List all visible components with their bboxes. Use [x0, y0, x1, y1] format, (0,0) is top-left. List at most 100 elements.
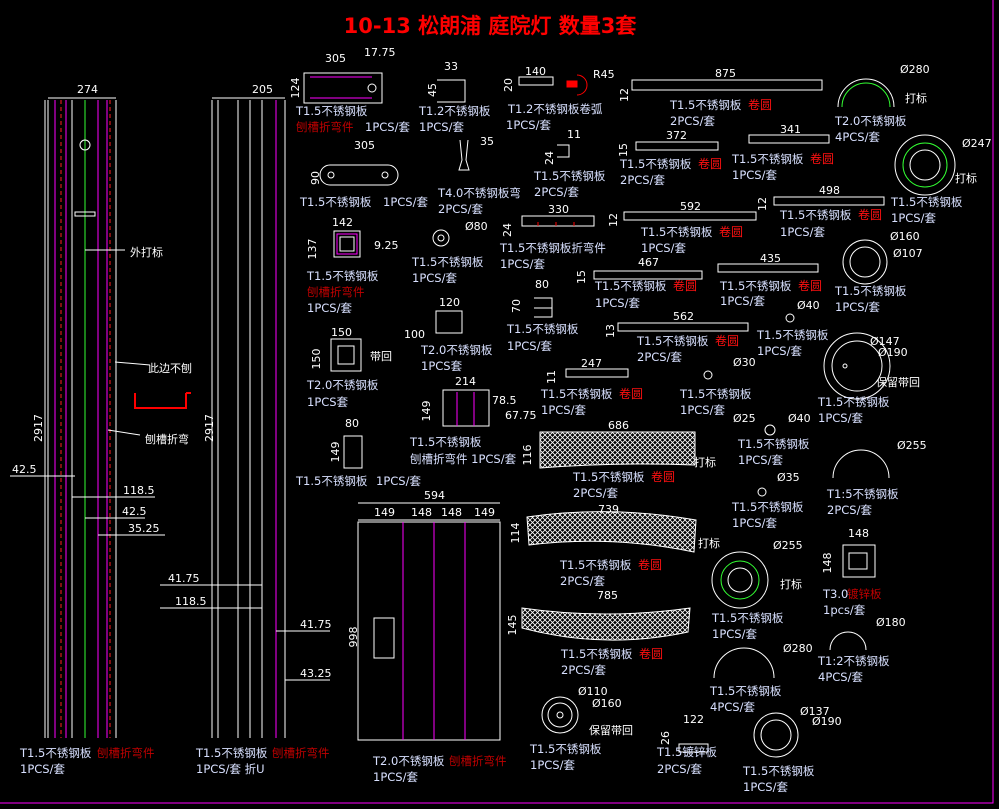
part-quantity-label: 2PCS/套: [438, 202, 483, 216]
part-spec-label: T1.5不锈钢板: [306, 269, 379, 283]
dimension-label: 45: [426, 83, 439, 97]
part-spec-label: T1:2不锈钢板: [817, 654, 890, 668]
dimension-label: 594: [424, 489, 445, 502]
dimension-label: 78.5: [492, 394, 517, 407]
part-quantity-label: 1PCS/套: [780, 225, 825, 239]
part-quantity-label: 2PCS/套: [670, 114, 715, 128]
dimension-label: 70: [510, 299, 523, 313]
part-quantity-label: 1PCS/套: [383, 195, 428, 209]
dimension-label: 467: [638, 256, 659, 269]
dimension-label: 305: [325, 52, 346, 65]
part-process-label: 卷圆: [798, 278, 822, 293]
dimension-label: 120: [439, 296, 460, 309]
dimension-label: Ø30: [733, 356, 756, 369]
part-spec-label: T1.5不锈钢板: [742, 764, 815, 778]
part-spec-label: T1.5不锈钢板: [731, 500, 804, 514]
dimension-label: 785: [597, 589, 618, 602]
dimension-label: Ø255: [773, 539, 803, 552]
dimension-label: 998: [347, 627, 360, 648]
dimension-label: 116: [521, 445, 534, 466]
dimension-label: 148: [411, 506, 432, 519]
dimension-label: 15: [575, 270, 588, 284]
part-spec-label: T1.2不锈钢板卷弧: [507, 102, 603, 116]
part-spec-label: T1.5不锈钢板: [756, 328, 829, 342]
dimension-label: 43.25: [300, 667, 332, 680]
column-spec-label: T1.5不锈钢板: [19, 746, 92, 760]
dimension-label: 150: [331, 326, 352, 339]
part-quantity-label: 1PCS/套: [307, 301, 352, 315]
dimension-label: Ø280: [900, 63, 930, 76]
dimension-label: 33: [444, 60, 458, 73]
dimension-label: 592: [680, 200, 701, 213]
part-process-label: 卷圆: [651, 469, 675, 484]
part-quantity-label: 1PCS套: [421, 359, 463, 373]
part-spec-label: T2.0不锈钢板: [306, 378, 379, 392]
part-process-label: 刨槽折弯件: [296, 120, 354, 134]
dimension-label: Ø180: [876, 616, 906, 629]
part-quantity-label: 2PCS/套: [573, 486, 618, 500]
part-spec-label: T1.5不锈钢板折弯件: [499, 241, 606, 255]
part-spec-label: T1.5不锈钢板: [540, 387, 613, 401]
part-quantity-label: 刨槽折弯件 1PCS/套: [410, 452, 517, 466]
part-quantity-label: 4PCS/套: [818, 670, 863, 684]
part-spec-label: T1.5不锈钢板: [409, 435, 482, 449]
dimension-label: 149: [374, 506, 395, 519]
dimension-label: 140: [525, 65, 546, 78]
dimension-label: 41.75: [300, 618, 332, 631]
part-spec-label: T1.5不锈钢板: [709, 684, 782, 698]
part-quantity-label: 1PCS/套: [757, 344, 802, 358]
part-quantity-label: 1PCS/套: [412, 271, 457, 285]
dimension-label: 24: [543, 151, 556, 165]
part-spec-label: T1.5不锈钢板: [719, 279, 792, 293]
dimension-label: 2917: [32, 414, 45, 442]
column-quantity-label: 1PCS/套 折U: [196, 762, 265, 776]
hatched-arc-686: [539, 431, 696, 469]
dimension-label: 90: [309, 171, 322, 185]
part-quantity-label: 2PCS/套: [827, 503, 872, 517]
part-quantity-label: 1pcs/套: [823, 603, 866, 617]
dimension-label: 42.5: [122, 505, 147, 518]
part-process-label: 卷圆: [858, 207, 882, 222]
dimension-label: 118.5: [123, 484, 155, 497]
dimension-label: 435: [760, 252, 781, 265]
part-spec-label: T1.5不锈钢板: [679, 387, 752, 401]
column-process-label: 刨槽折弯件: [272, 746, 330, 760]
dimension-label: 137: [306, 239, 319, 260]
column-profile-1: [10, 97, 191, 738]
part-quantity-label: 1PCS/套: [506, 118, 551, 132]
part-spec-label: T1.5不锈钢板: [559, 558, 632, 572]
part-spec-label: T2.0不锈钢板: [420, 343, 493, 357]
part-quantity-label: 1PCS/套: [835, 300, 880, 314]
part-process-label: 卷圆: [638, 557, 662, 572]
dimension-label: 24: [501, 223, 514, 237]
dimension-label: 122: [683, 713, 704, 726]
part-quantity-label: 1PCS/套: [743, 780, 788, 794]
dimension-label: 11: [567, 128, 581, 141]
part-quantity-label: 2PCS/套: [637, 350, 682, 364]
dimension-label: Ø190: [878, 346, 908, 359]
dimension-label: Ø160: [592, 697, 622, 710]
part-spec-label: T1.5不锈钢板: [817, 395, 890, 409]
part-spec-label: T1.5不锈钢板: [737, 437, 810, 451]
dimension-label: 12: [618, 88, 631, 102]
part-process-label: 卷圆: [748, 97, 772, 112]
part-spec-label: T1.5不锈钢板: [731, 152, 804, 166]
dimension-label: Ø190: [812, 715, 842, 728]
dimension-label: 148: [441, 506, 462, 519]
part-process-label: 卷圆: [810, 151, 834, 166]
dimension-label: 114: [509, 523, 522, 544]
part-process-label: 刨槽折弯件: [449, 754, 507, 768]
dimension-label: 149: [420, 401, 433, 422]
dimension-label: 26: [659, 731, 672, 745]
dimension-label: Ø280: [783, 642, 813, 655]
part-spec-label: T4.0不锈钢板弯: [437, 186, 521, 200]
part-spec-label: T2.0不锈钢板: [834, 114, 907, 128]
part-spec-label: T1.5不锈钢板: [533, 169, 606, 183]
part-quantity-label: 2PCS/套: [534, 185, 579, 199]
dimension-label: 35.25: [128, 522, 160, 535]
dimension-label: 42.5: [12, 463, 37, 476]
dimension-label: 保留带回: [876, 375, 920, 389]
dimension-label: R45: [593, 68, 615, 81]
dimension-label: 145: [506, 615, 519, 636]
part-quantity-label: 1PCS/套: [818, 411, 863, 425]
